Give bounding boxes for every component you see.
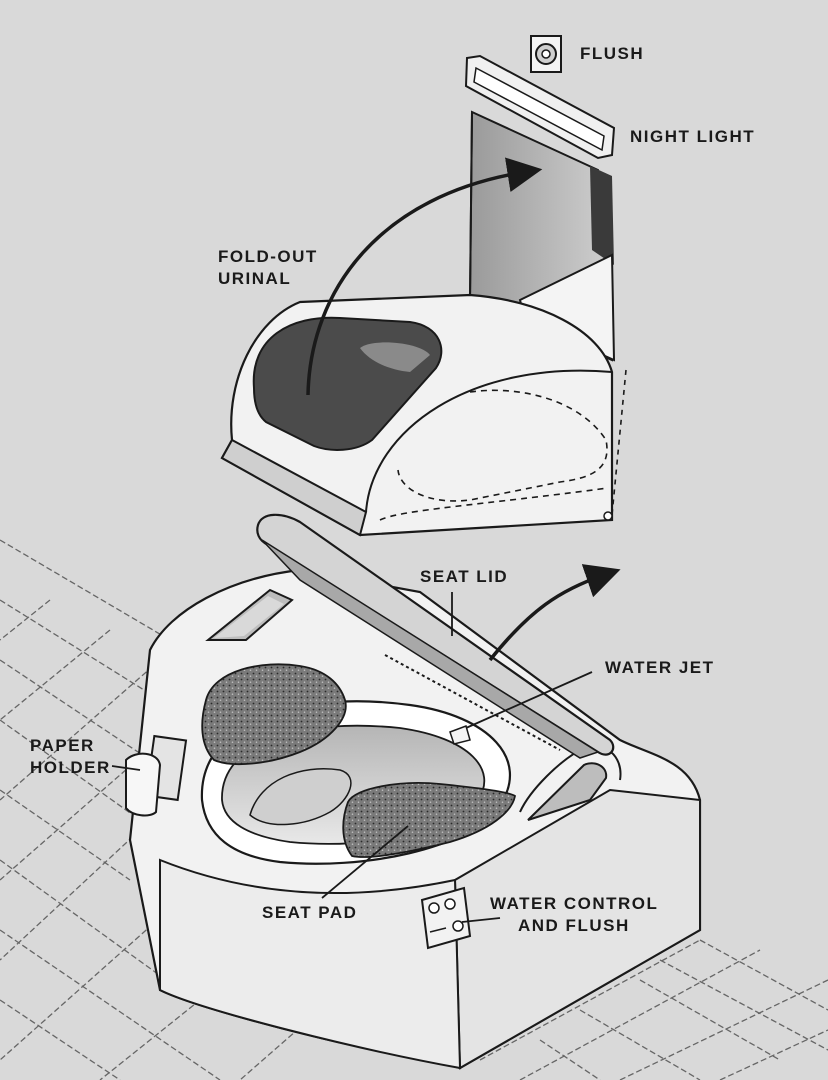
night-light-label: NIGHT LIGHT: [630, 127, 756, 146]
water-jet-label: WATER JET: [605, 658, 715, 677]
fold-out-urinal-label: FOLD-OUT URINAL: [218, 247, 318, 288]
seat-pad-leader: [321, 825, 409, 899]
seat-pad-label: SEAT PAD: [262, 903, 358, 922]
fold-out-urinal-drawing: [220, 293, 627, 537]
water-jet-leader: [465, 671, 593, 729]
night-light-drawing: [464, 54, 616, 160]
toilet-base-drawing: [125, 513, 702, 1070]
flush-label: FLUSH: [580, 44, 645, 63]
paper-holder-label: PAPER HOLDER: [30, 736, 111, 777]
paper-holder-leader: [111, 765, 141, 771]
fold-arrow: [306, 157, 543, 396]
seat-lid-label: SEAT LID: [420, 567, 509, 586]
flush-button-drawing: [530, 35, 562, 73]
water-control-and-flush-label: WATER CONTROL AND FLUSH: [490, 894, 659, 935]
lid-arrow: [488, 564, 621, 662]
water-control-leader: [461, 917, 501, 923]
